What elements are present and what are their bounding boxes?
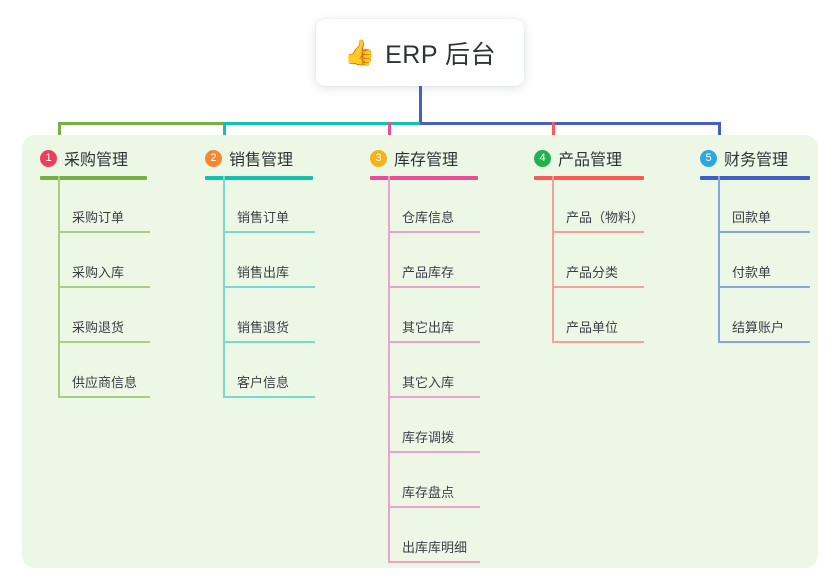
- connector-bus-4: [552, 122, 721, 125]
- leaf-rule: [223, 341, 315, 343]
- column-rule-5: [700, 176, 810, 180]
- column-badge-3: 3: [370, 149, 387, 167]
- root-node[interactable]: 👍 ERP 后台: [316, 19, 524, 86]
- leaf-label: 其它入库: [402, 375, 455, 390]
- column-4: 4 产品管理产品（物料） 产品分类产品单位: [534, 0, 684, 433]
- leaf-label: 采购订单: [72, 210, 125, 225]
- leaf-rule: [552, 341, 644, 343]
- column-title-3: 库存管理: [394, 152, 459, 169]
- leaf-label: 出库库明细: [402, 540, 468, 555]
- column-header-4[interactable]: 4 产品管理: [534, 146, 622, 170]
- connector-root-stem: [419, 86, 422, 125]
- leaf-rule: [388, 231, 480, 233]
- leaf-rule: [223, 396, 315, 398]
- connector-drop-2: [223, 122, 226, 147]
- column-5: 5 财务管理回款单付款单结算账户: [700, 0, 839, 433]
- thumbs-up-icon: 👍: [343, 38, 376, 67]
- connector-bus-1: [58, 122, 223, 125]
- leaf-rule: [718, 341, 810, 343]
- column-badge-2: 2: [205, 149, 222, 167]
- column-title-5: 财务管理: [724, 152, 789, 169]
- column-rule-3: [370, 176, 478, 180]
- column-header-5[interactable]: 5 财务管理: [700, 146, 788, 170]
- leaf-rule: [388, 561, 480, 563]
- leaf-rule: [388, 451, 480, 453]
- leaf-rule: [388, 506, 480, 508]
- leaf-rule: [58, 341, 150, 343]
- leaf-label: 销售出库: [237, 265, 290, 280]
- leaf-label: 产品分类: [566, 265, 619, 280]
- leaf-label: 产品单位: [566, 320, 619, 335]
- leaf-label: 仓库信息: [402, 210, 455, 225]
- leaf-rule: [718, 286, 810, 288]
- column-header-3[interactable]: 3 库存管理: [370, 146, 458, 170]
- connector-bus-3: [420, 122, 552, 125]
- connector-drop-5: [718, 122, 721, 147]
- connector-drop-1: [58, 122, 61, 147]
- column-badge-5: 5: [700, 149, 717, 167]
- leaf-label: 采购入库: [72, 265, 125, 280]
- column-title-4: 产品管理: [558, 152, 623, 169]
- column-2: 2 销售管理销售订单销售出库销售退货客户信息: [205, 0, 353, 433]
- leaf-rule: [223, 231, 315, 233]
- leaf-rule: [388, 286, 480, 288]
- leaf-label: 库存盘点: [402, 485, 455, 500]
- branches-panel: [22, 135, 818, 568]
- leaf-label: 其它出库: [402, 320, 455, 335]
- leaf-label: 客户信息: [237, 375, 290, 390]
- leaf-label: 销售订单: [237, 210, 290, 225]
- column-rule-2: [205, 176, 313, 180]
- leaf-rule: [552, 231, 644, 233]
- leaf-label: 回款单: [732, 210, 772, 225]
- column-rule-1: [40, 176, 147, 180]
- column-badge-4: 4: [534, 149, 551, 167]
- leaf-rule: [718, 231, 810, 233]
- column-3: 3 库存管理仓库信息产品库存其它出库其它入库库存调拨库存盘点出库库明细: [370, 0, 518, 563]
- leaf-rule: [58, 396, 150, 398]
- leaf-label: 库存调拨: [402, 430, 455, 445]
- leaf-label: 付款单: [732, 265, 772, 280]
- leaf-rule: [388, 341, 480, 343]
- leaf-rule: [58, 231, 150, 233]
- leaf-rule: [58, 286, 150, 288]
- column-header-2[interactable]: 2 销售管理: [205, 146, 293, 170]
- leaf-rule: [223, 286, 315, 288]
- leaf-label: 供应商信息: [72, 375, 138, 390]
- column-spine-4: [552, 176, 554, 343]
- root-node-title: ERP 后台: [385, 40, 497, 69]
- column-header-1[interactable]: 1 采购管理: [40, 146, 128, 170]
- connector-bus-2: [223, 122, 420, 125]
- leaf-label: 产品（物料）: [566, 210, 645, 225]
- leaf-label: 销售退货: [237, 320, 290, 335]
- leaf-label: 产品库存: [402, 265, 455, 280]
- column-spine-3: [388, 176, 390, 563]
- leaf-label: 结算账户: [732, 320, 785, 335]
- column-title-2: 销售管理: [229, 152, 294, 169]
- connector-drop-3: [388, 122, 391, 147]
- leaf-rule: [552, 286, 644, 288]
- column-title-1: 采购管理: [64, 152, 129, 169]
- column-badge-1: 1: [40, 149, 57, 167]
- leaf-rule: [388, 396, 480, 398]
- leaf-label: 采购退货: [72, 320, 125, 335]
- column-1: 1 采购管理采购订单采购入库采购退货供应商信息: [40, 0, 187, 433]
- column-spine-5: [718, 176, 720, 343]
- column-rule-4: [534, 176, 644, 180]
- connector-drop-4: [552, 122, 555, 147]
